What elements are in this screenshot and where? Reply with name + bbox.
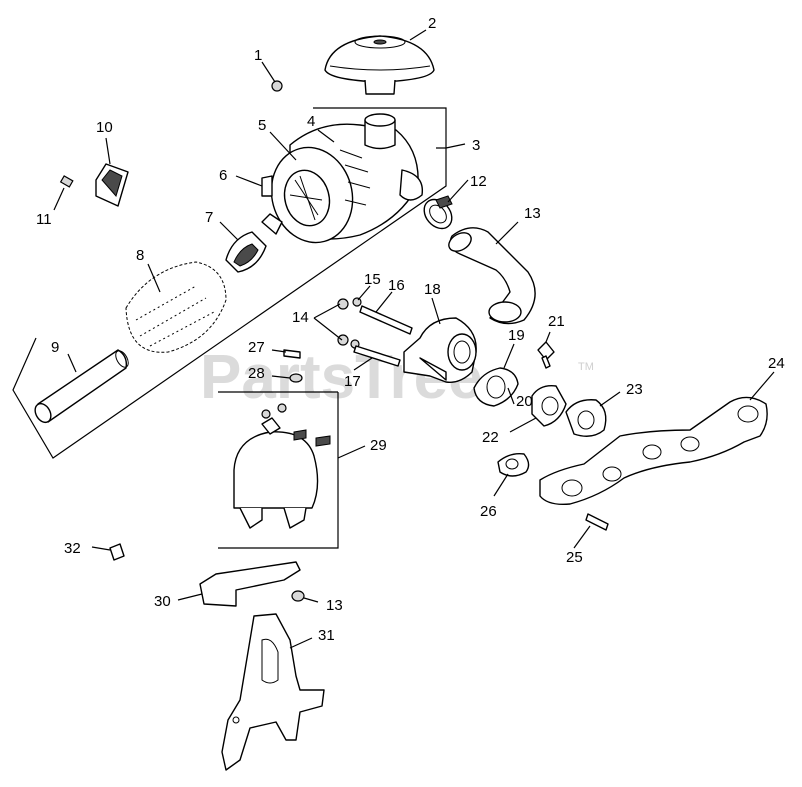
callout-14: 14 — [292, 309, 309, 326]
part-7-valve[interactable] — [225, 231, 267, 273]
assembly-bracket-29 — [218, 391, 339, 549]
part-2-cover[interactable] — [324, 35, 435, 95]
callout-labels: 1 2 3 4 5 6 7 8 9 10 11 12 13 13 14 15 1… — [36, 15, 785, 644]
callout-7: 7 — [205, 209, 213, 226]
callout-6: 6 — [219, 167, 227, 184]
part-19-gasket[interactable] — [473, 367, 519, 407]
callout-22: 22 — [482, 429, 499, 446]
part-9-inner-element[interactable] — [32, 349, 131, 425]
callout-24: 24 — [768, 355, 785, 372]
callout-5: 5 — [258, 117, 266, 134]
callout-17: 17 — [344, 373, 361, 390]
leader-3 — [445, 143, 466, 149]
part-8-filter[interactable] — [125, 261, 227, 353]
callout-13a: 13 — [524, 205, 541, 222]
part-23-gasket[interactable] — [565, 399, 607, 437]
part-31-support[interactable] — [221, 613, 325, 771]
part-17-stud[interactable] — [353, 345, 401, 367]
part-1-nut[interactable] — [271, 80, 283, 92]
part-5-precleaner[interactable] — [261, 138, 371, 251]
callout-32: 32 — [64, 540, 81, 557]
callout-15: 15 — [364, 271, 381, 288]
part-14-washer[interactable] — [337, 334, 360, 349]
watermark-tm: TM — [578, 361, 594, 373]
callout-31: 31 — [318, 627, 335, 644]
callout-18: 18 — [424, 281, 441, 298]
part-18-adapter[interactable] — [403, 317, 477, 383]
part-10-valve[interactable] — [95, 163, 129, 207]
part-32-clip[interactable] — [109, 543, 125, 561]
part-11-screw[interactable] — [59, 175, 74, 188]
callout-12: 12 — [470, 173, 487, 190]
part-16-stud[interactable] — [359, 305, 413, 335]
callout-19: 19 — [508, 327, 525, 344]
part-29-clamp[interactable] — [233, 403, 331, 529]
callout-3: 3 — [472, 137, 480, 154]
callout-16: 16 — [388, 277, 405, 294]
callout-1: 1 — [254, 47, 262, 64]
callout-13b: 13 — [326, 597, 343, 614]
part-24-manifold[interactable] — [539, 396, 768, 506]
part-12-clamp[interactable] — [419, 194, 458, 234]
callout-21: 21 — [548, 313, 565, 330]
leader-29 — [337, 445, 366, 459]
callout-4: 4 — [307, 113, 315, 130]
callout-20: 20 — [516, 393, 533, 410]
part-26-gasket[interactable] — [497, 452, 530, 477]
callout-28: 28 — [248, 365, 265, 382]
callout-30: 30 — [154, 593, 171, 610]
part-25-bolt[interactable] — [585, 513, 609, 531]
callout-9: 9 — [51, 339, 59, 356]
callout-11: 11 — [36, 211, 52, 228]
part-27-screw[interactable] — [283, 349, 301, 359]
callout-23: 23 — [626, 381, 643, 398]
part-28-washer[interactable] — [289, 373, 303, 383]
part-30-bracket[interactable] — [199, 561, 301, 607]
part-13-elbow[interactable] — [446, 227, 536, 325]
part-20-flange[interactable] — [531, 385, 567, 427]
leader-lines — [53, 29, 775, 649]
part-13-nut[interactable] — [291, 590, 305, 602]
callout-8: 8 — [136, 247, 144, 264]
assembly-bracket-3 — [12, 107, 447, 459]
callout-25: 25 — [566, 549, 583, 566]
callout-26: 26 — [480, 503, 497, 520]
part-21-fitting[interactable] — [537, 341, 555, 369]
callout-27: 27 — [248, 339, 265, 356]
callout-29: 29 — [370, 437, 387, 454]
part-6-clip[interactable] — [261, 175, 273, 197]
callout-2: 2 — [428, 15, 436, 32]
part-15-washer[interactable] — [337, 297, 362, 310]
callout-10: 10 — [96, 119, 113, 136]
